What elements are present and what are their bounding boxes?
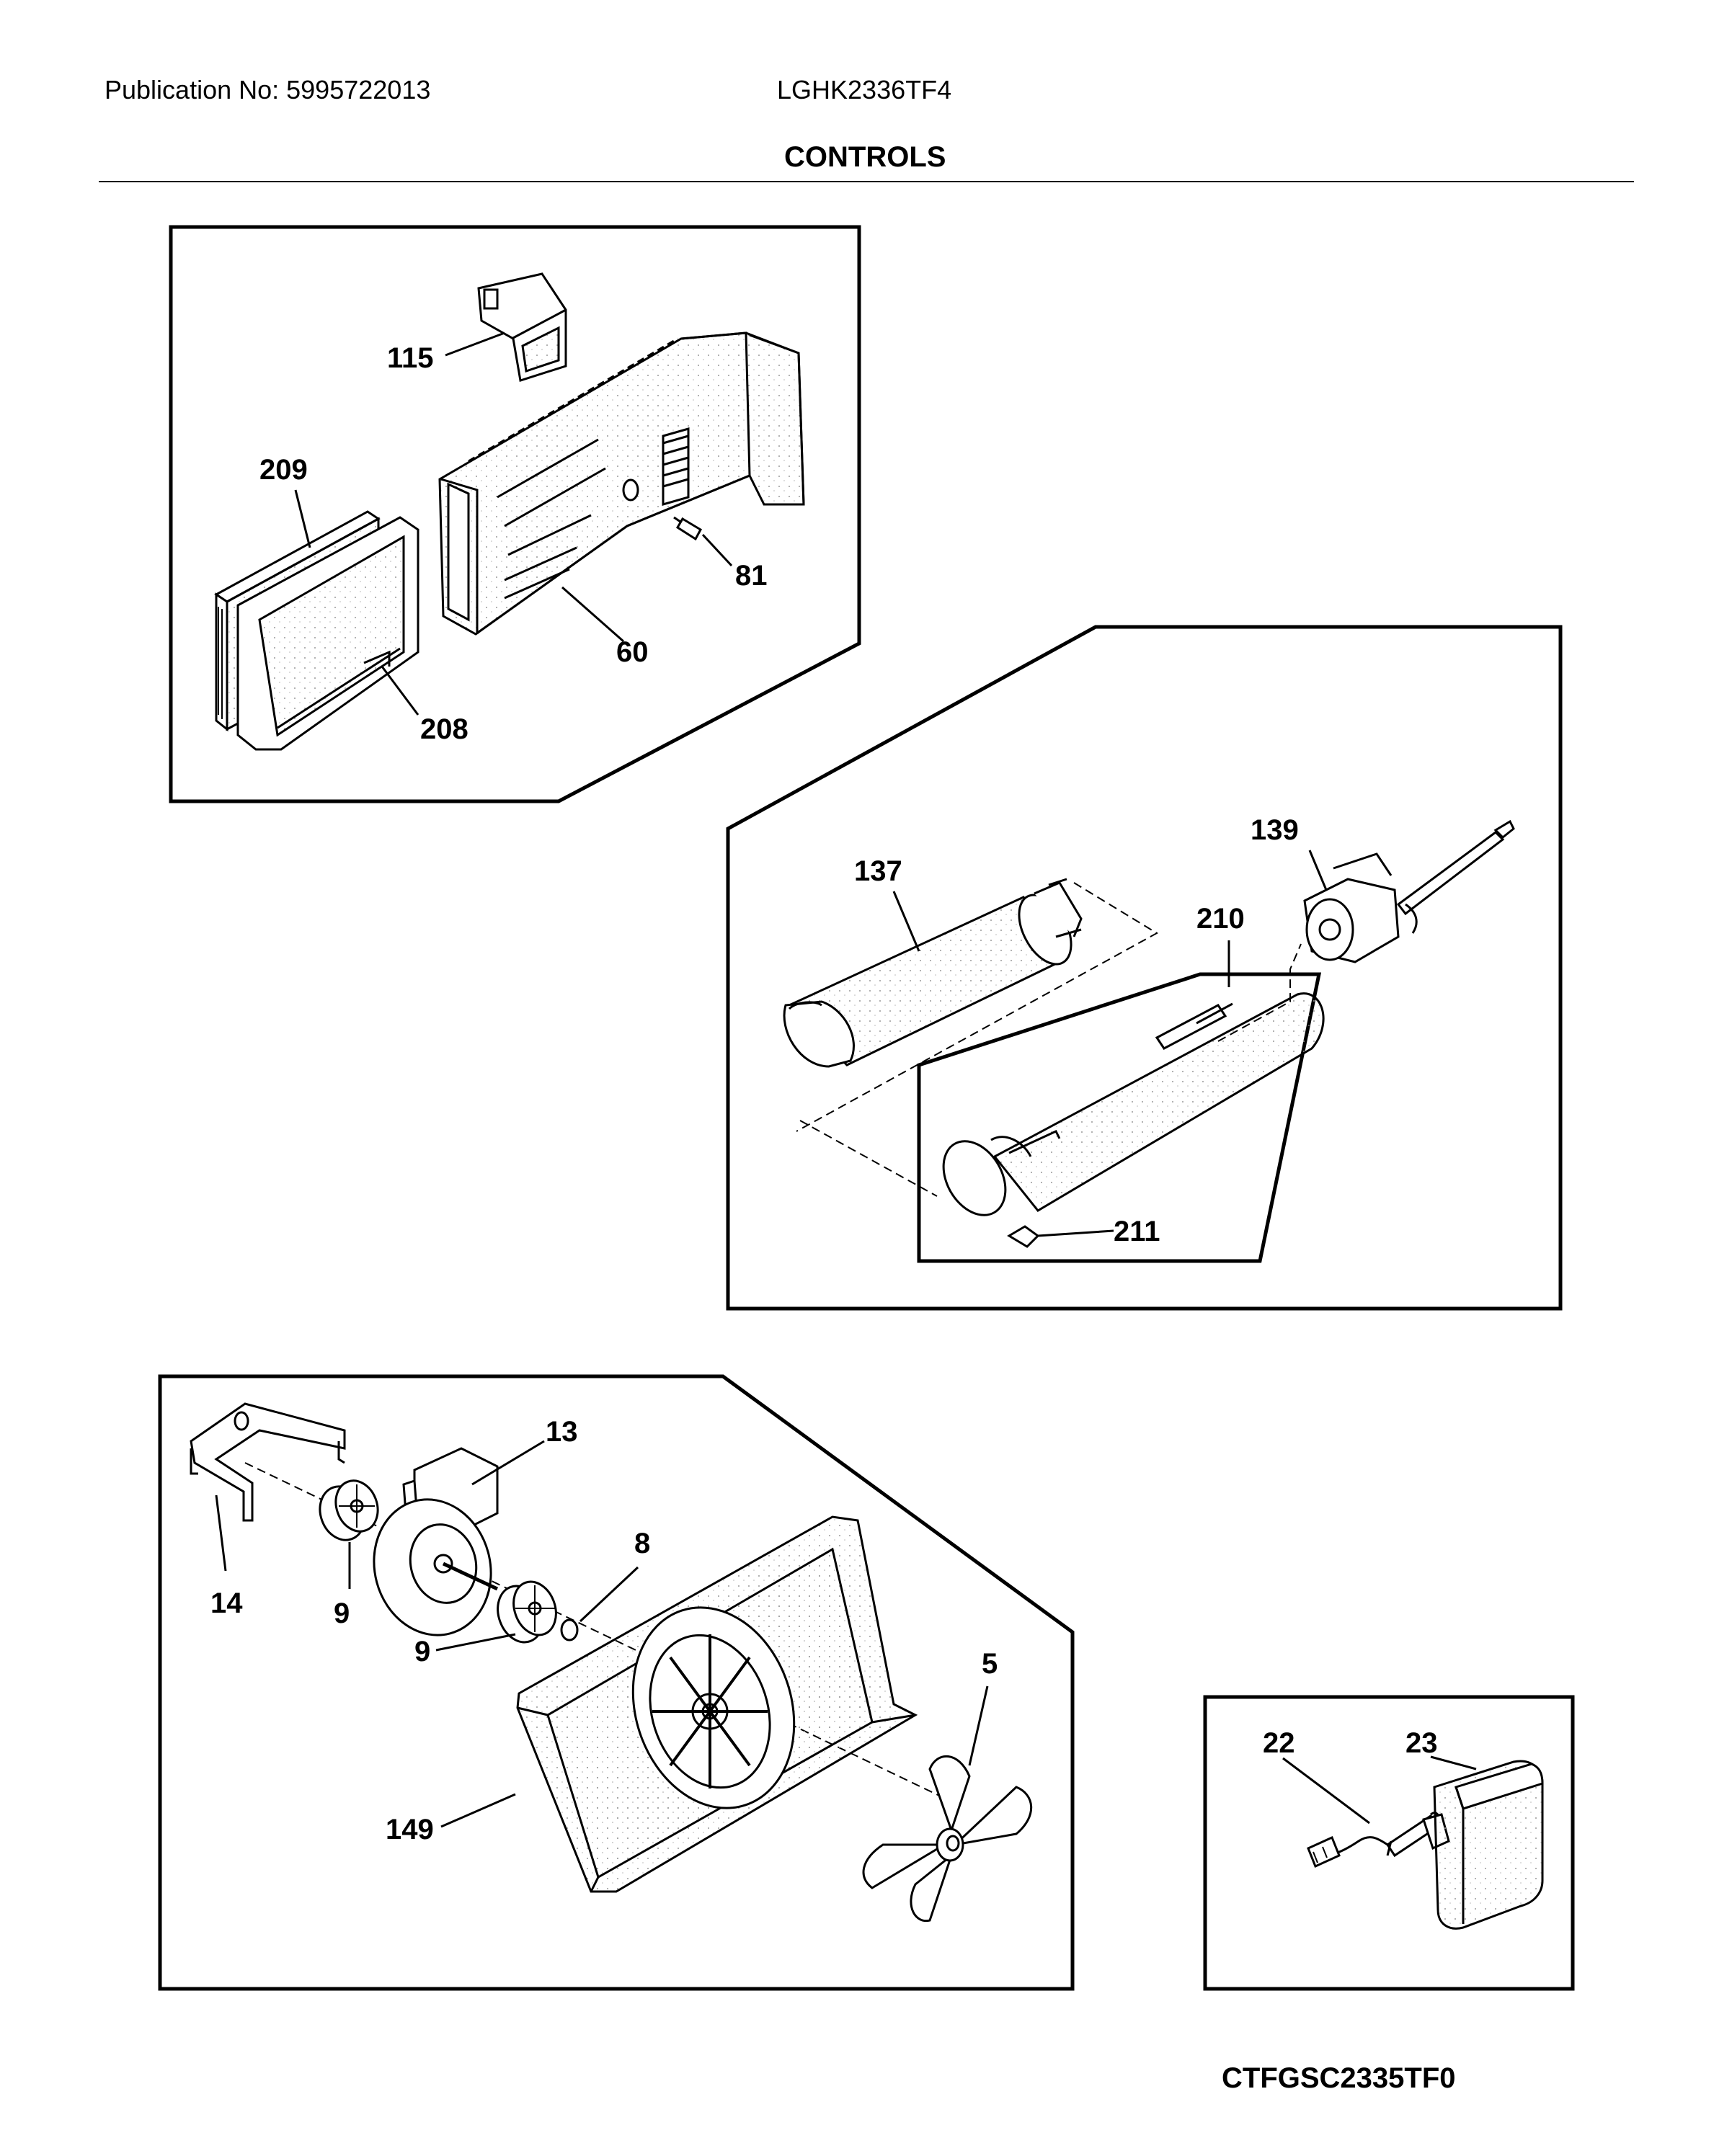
part-139-valve bbox=[1303, 819, 1515, 963]
part-115-bracket bbox=[477, 272, 567, 382]
leaders-panel-2 bbox=[892, 850, 1328, 1237]
part-60-housing bbox=[438, 331, 805, 636]
part-14-bracket bbox=[190, 1402, 346, 1522]
leaders-panel-3 bbox=[215, 1440, 989, 1828]
label-14: 14 bbox=[210, 1587, 243, 1619]
label-115: 115 bbox=[387, 342, 434, 374]
label-13: 13 bbox=[546, 1416, 578, 1448]
label-22: 22 bbox=[1263, 1727, 1295, 1759]
part-23-cover bbox=[1422, 1760, 1544, 1930]
label-211: 211 bbox=[1114, 1216, 1160, 1247]
label-149: 149 bbox=[386, 1814, 434, 1845]
label-60: 60 bbox=[616, 636, 649, 668]
part-9-grommet-upper bbox=[319, 1479, 379, 1541]
panel-sensor: 22 23 bbox=[1203, 1695, 1575, 1991]
header-rule bbox=[99, 181, 1634, 182]
leaders-panel-4 bbox=[1282, 1755, 1477, 1825]
label-9-upper: 9 bbox=[334, 1598, 350, 1629]
part-137-filter-cartridge bbox=[783, 878, 1083, 1068]
part-13-motor bbox=[373, 1447, 499, 1636]
model-number: LGHK2336TF4 bbox=[777, 75, 952, 104]
publication-number: Publication No: 5995722013 bbox=[105, 75, 431, 104]
panel-ice-dispenser-controls: 115 209 81 60 208 bbox=[169, 225, 861, 803]
label-9-lower: 9 bbox=[414, 1636, 430, 1667]
part-149-fan-shroud bbox=[516, 1515, 918, 1893]
label-81: 81 bbox=[735, 560, 768, 592]
part-208-frame bbox=[236, 516, 419, 751]
part-81-screw bbox=[673, 516, 702, 541]
section-title: CONTROLS bbox=[784, 141, 946, 173]
label-210: 210 bbox=[1196, 903, 1245, 935]
part-9-grommet-lower bbox=[497, 1580, 557, 1644]
part-5-fan-blade bbox=[862, 1755, 1033, 1923]
panel-fan-assembly: 14 13 9 9 8 5 149 bbox=[158, 1374, 1075, 1991]
label-209: 209 bbox=[259, 454, 308, 486]
part-22-sensor bbox=[1307, 1812, 1441, 1868]
part-8-washer bbox=[560, 1618, 579, 1642]
label-5: 5 bbox=[982, 1648, 998, 1680]
label-8: 8 bbox=[634, 1528, 650, 1559]
label-23: 23 bbox=[1405, 1727, 1438, 1759]
label-137: 137 bbox=[854, 855, 902, 887]
label-208: 208 bbox=[420, 713, 468, 745]
part-211-clip bbox=[1007, 1225, 1040, 1248]
leaders-panel-1 bbox=[294, 331, 733, 716]
diagram-code: CTFGSC2335TF0 bbox=[1222, 2062, 1456, 2094]
label-139: 139 bbox=[1251, 814, 1299, 846]
panel-water-filter: 137 139 210 211 bbox=[726, 625, 1563, 1311]
part-210-filter-housing bbox=[942, 992, 1325, 1216]
